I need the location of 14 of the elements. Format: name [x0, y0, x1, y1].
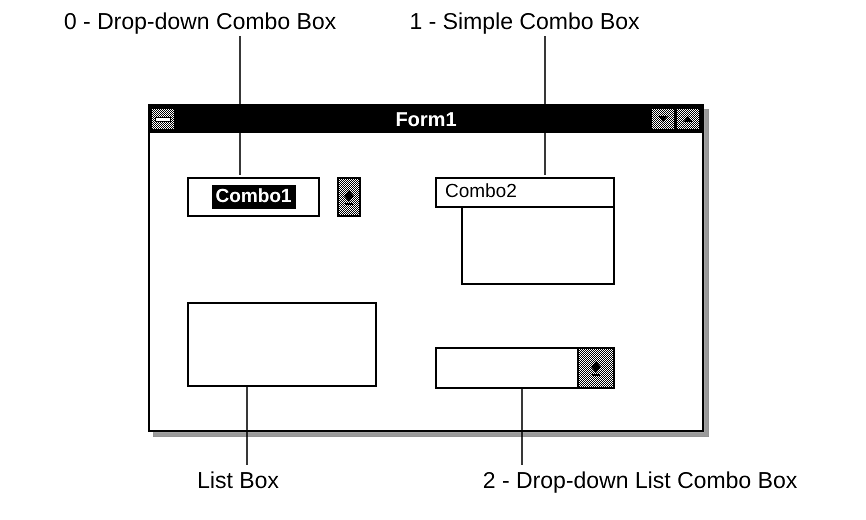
selected-text: Combo1 — [212, 185, 296, 209]
combo-field — [187, 177, 320, 217]
field-text: Combo2 — [445, 180, 517, 204]
callout-label: 2 - Drop-down List Combo Box — [482, 466, 798, 495]
leader-line — [246, 385, 248, 465]
leader-line — [521, 387, 523, 465]
callout-label: 0 - Drop-down Combo Box — [64, 6, 336, 36]
leader-line — [544, 36, 546, 175]
leader-line — [239, 36, 241, 175]
callout-label: 1 - Simple Combo Box — [409, 6, 640, 36]
simple-combo-box — [435, 177, 615, 285]
list-box — [187, 302, 377, 387]
callout-label: List Box — [197, 466, 279, 495]
window-title: Form1 — [395, 108, 457, 132]
